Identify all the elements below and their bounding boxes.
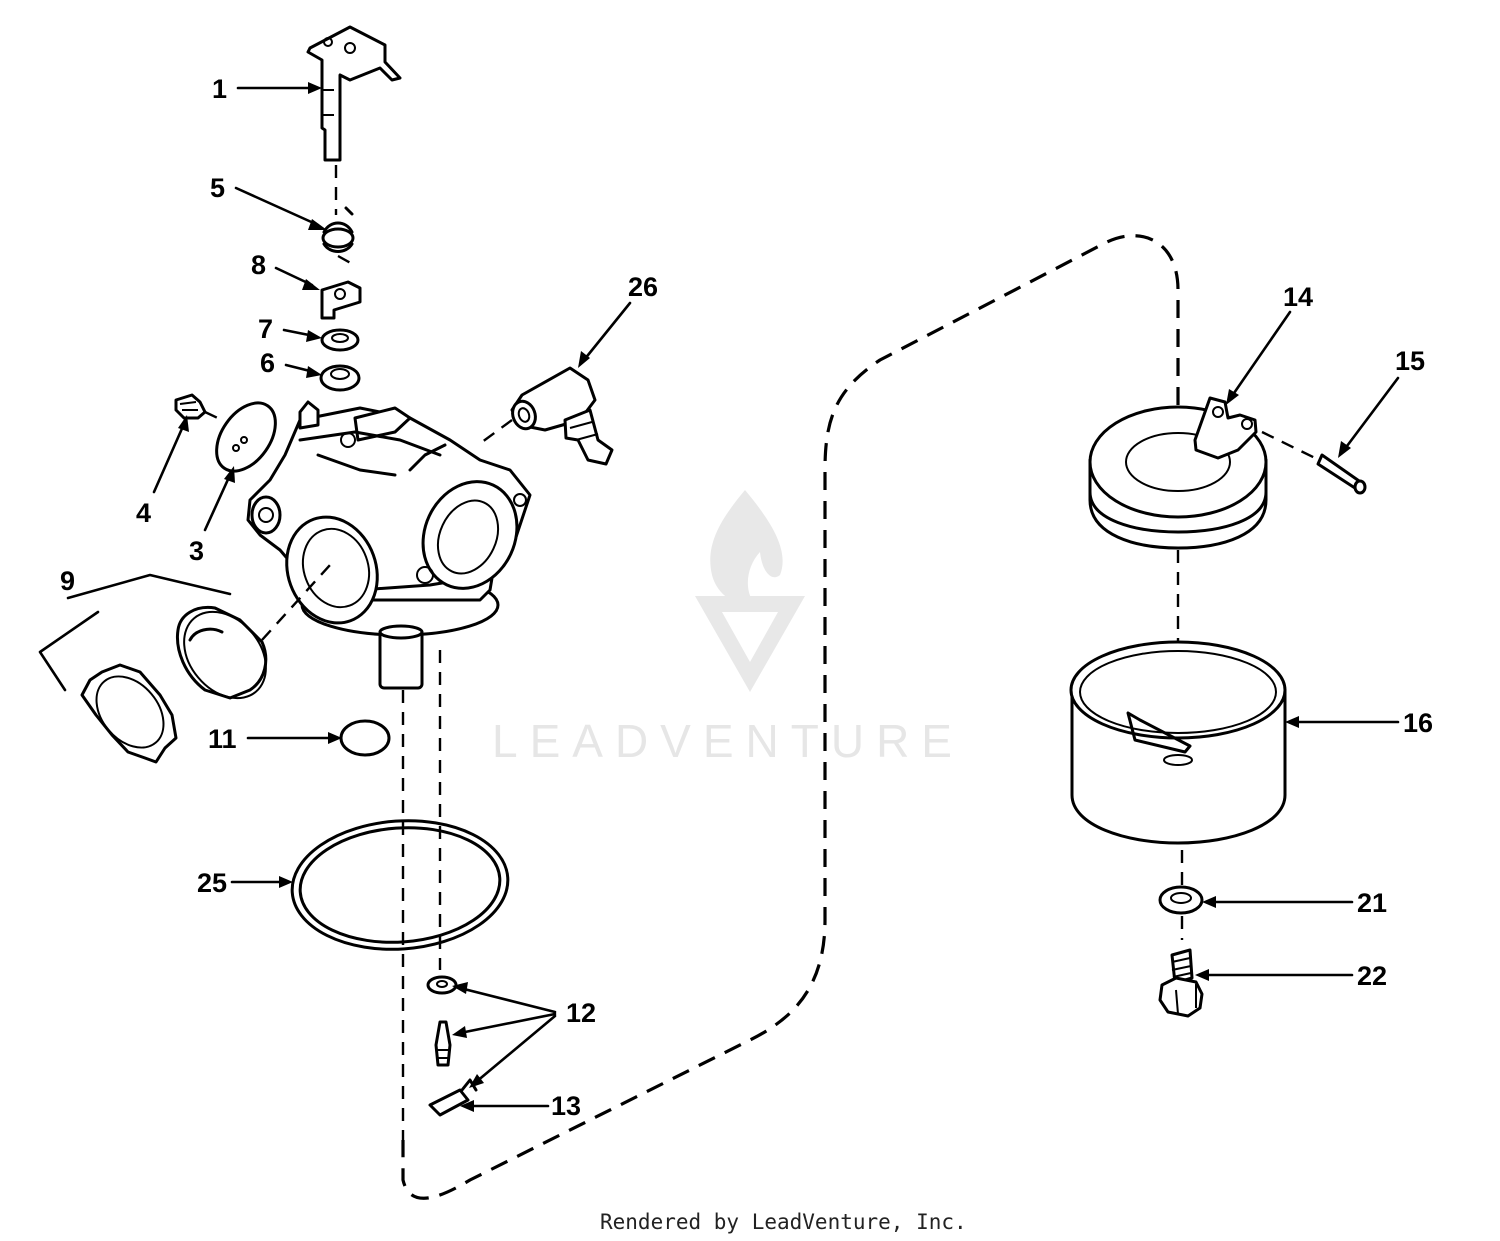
callout-7: 7 (258, 314, 273, 344)
part-float (1088, 396, 1268, 550)
callout-26: 26 (628, 272, 658, 302)
callout-12: 12 (566, 998, 596, 1028)
callout-14: 14 (1283, 282, 1313, 312)
credit-line: Rendered by LeadVenture, Inc. (600, 1210, 967, 1234)
part-float-bowl (1069, 640, 1287, 845)
axis-line-float-pin (1261, 430, 1316, 460)
callout-15: 15 (1395, 346, 1425, 376)
callout-6: 6 (260, 348, 275, 378)
part-seal-6 (319, 364, 361, 392)
callout-22: 22 (1357, 961, 1387, 991)
part-lever (320, 280, 362, 320)
part-float-pin (1316, 453, 1367, 495)
callout-13: 13 (551, 1091, 581, 1121)
part-spring (321, 206, 355, 253)
callout-21: 21 (1357, 888, 1387, 918)
part-carburetor-body (246, 400, 532, 690)
callout-1: 1 (212, 74, 227, 104)
axis-line-screw (204, 410, 223, 422)
part-needle-kit (426, 975, 458, 1067)
callout-25: 25 (197, 868, 227, 898)
callout-3: 3 (189, 536, 204, 566)
part-bowl-washer (1158, 885, 1204, 915)
callout-4: 4 (136, 498, 151, 528)
callout-16: 16 (1403, 708, 1433, 738)
part-throttle-shaft (306, 25, 402, 162)
part-bowl-nut (1158, 948, 1204, 1018)
axis-line-primer (261, 564, 331, 641)
part-disc-11 (339, 719, 391, 757)
part-fuel-fitting (510, 366, 614, 466)
part-float-clip (428, 1078, 478, 1117)
bowl-connection-dashed-loop (401, 234, 1180, 1200)
part-washer-7 (320, 328, 360, 352)
leader-lines (38, 82, 1400, 1112)
part-primer-assembly (80, 605, 268, 764)
callout-8: 8 (251, 250, 266, 280)
leadventure-watermark: LEADVENTURE (492, 490, 964, 767)
part-throttle-plate (215, 401, 277, 473)
axis-line-spring (337, 254, 357, 268)
axis-line-fitting (477, 419, 513, 446)
part-bowl-gasket (290, 819, 510, 951)
callout-5: 5 (210, 173, 225, 203)
watermark-text: LEADVENTURE (492, 715, 964, 767)
part-screw-4 (174, 393, 207, 420)
callout-9: 9 (60, 566, 75, 596)
callout-11: 11 (208, 724, 237, 754)
